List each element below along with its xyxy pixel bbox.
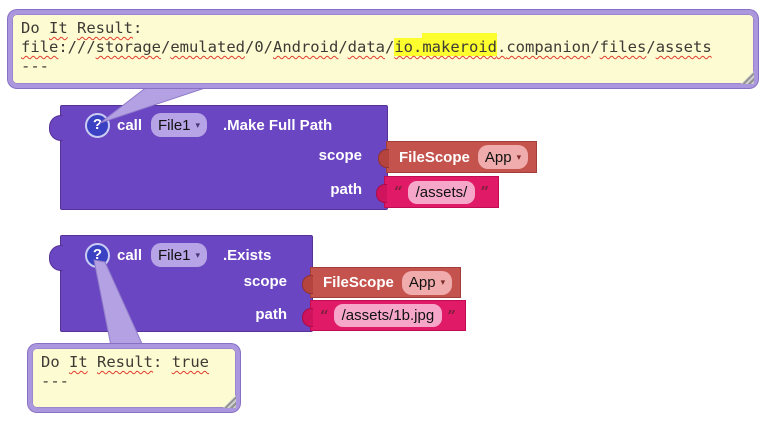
method-name: .Make Full Path	[223, 117, 333, 134]
value-plug	[378, 149, 389, 168]
call-keyword: call	[117, 117, 143, 134]
param-label-scope: scope	[243, 273, 287, 290]
component-dropdown[interactable]: File1 ▾	[151, 113, 208, 137]
method-name: .Exists	[223, 247, 272, 264]
text-input[interactable]: /assets/1b.jpg	[333, 304, 443, 327]
component-dropdown-value: File1	[158, 116, 191, 134]
param-label-path: path	[330, 181, 362, 198]
help-icon[interactable]: ?	[85, 113, 110, 138]
text-string-block[interactable]: “ /assets/1b.jpg ”	[302, 300, 466, 331]
help-icon[interactable]: ?	[85, 243, 110, 268]
param-label-path: path	[255, 306, 287, 323]
resize-handle-icon[interactable]	[223, 395, 236, 408]
close-quote: ”	[480, 183, 489, 201]
bubble-line: Do It Result:	[21, 19, 143, 37]
filescope-dropdown[interactable]: App ▾	[477, 145, 529, 169]
text-string-block[interactable]: “ /assets/ ”	[376, 176, 499, 208]
component-dropdown-value: File1	[158, 246, 191, 264]
open-quote: “	[394, 183, 403, 201]
filescope-label: FileScope	[323, 274, 394, 291]
dropdown-arrow-icon: ▾	[516, 151, 522, 162]
filescope-dropdown[interactable]: App ▾	[401, 270, 453, 295]
component-dropdown[interactable]: File1 ▾	[151, 243, 208, 267]
output-plug	[49, 245, 63, 271]
method-call-block-make-full-path[interactable]: ? call File1 ▾ .Make Full Path scope pat…	[49, 105, 388, 210]
close-quote: ”	[447, 306, 456, 325]
value-plug	[376, 184, 387, 203]
bubble-line: ---	[21, 57, 49, 75]
text-input[interactable]: /assets/	[407, 180, 476, 204]
value-plug	[302, 275, 313, 294]
method-call-block-exists[interactable]: ? call File1 ▾ .Exists scope path	[49, 235, 313, 332]
param-label-scope: scope	[318, 147, 362, 164]
dropdown-arrow-icon: ▾	[195, 119, 201, 130]
dropdown-arrow-icon: ▾	[195, 249, 201, 260]
filescope-dropdown-value: App	[408, 274, 436, 291]
call-keyword: call	[117, 247, 143, 264]
bubble-line: ---	[41, 372, 69, 390]
filescope-helper-block[interactable]: FileScope App ▾	[378, 141, 538, 173]
value-plug	[302, 308, 313, 327]
output-plug	[49, 115, 63, 141]
do-it-result-bubble-bottom[interactable]: Do It Result: true ---	[28, 344, 240, 412]
filescope-helper-block[interactable]: FileScope App ▾	[302, 267, 462, 298]
open-quote: “	[320, 306, 329, 325]
filescope-dropdown-value: App	[484, 148, 512, 166]
bubble-line: file:///storage/emulated/0/Android/data/…	[21, 38, 712, 56]
bubble-line: Do It Result: true	[41, 353, 210, 371]
dropdown-arrow-icon: ▾	[440, 277, 446, 287]
filescope-label: FileScope	[399, 148, 470, 166]
do-it-result-bubble-top[interactable]: Do It Result: file:///storage/emulated/0…	[8, 10, 758, 88]
